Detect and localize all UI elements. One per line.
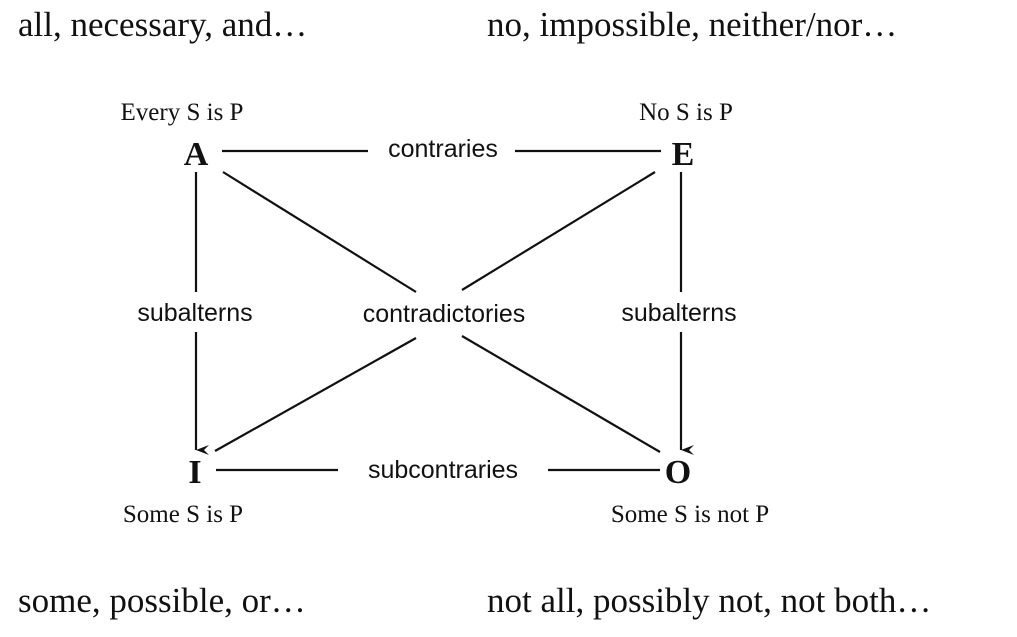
label-subalterns-left: subalterns [137, 299, 252, 327]
caption-bottom-right: not all, possibly not, not both… [487, 581, 931, 620]
caption-top-right: no, impossible, neither/nor… [487, 5, 897, 44]
contradictory-line-o [461, 335, 661, 453]
letter-e: E [672, 136, 695, 173]
letter-i: I [188, 454, 201, 491]
contradictory-line-a [222, 171, 417, 293]
label-contraries: contraries [388, 135, 498, 163]
statement-a: Every S is P [121, 99, 244, 126]
statement-i: Some S is P [123, 501, 243, 528]
statement-o: Some S is not P [611, 501, 769, 528]
caption-bottom-left: some, possible, or… [18, 581, 306, 620]
letter-o: O [665, 454, 691, 491]
label-subcontraries: subcontraries [368, 456, 518, 484]
label-subalterns-right: subalterns [621, 299, 736, 327]
contradictory-line-e [461, 171, 656, 291]
letter-a: A [184, 136, 209, 173]
contradictory-line-i [214, 337, 417, 452]
label-contradictories: contradictories [363, 300, 526, 328]
statement-e: No S is P [639, 99, 733, 126]
caption-top-left: all, necessary, and… [18, 5, 307, 44]
